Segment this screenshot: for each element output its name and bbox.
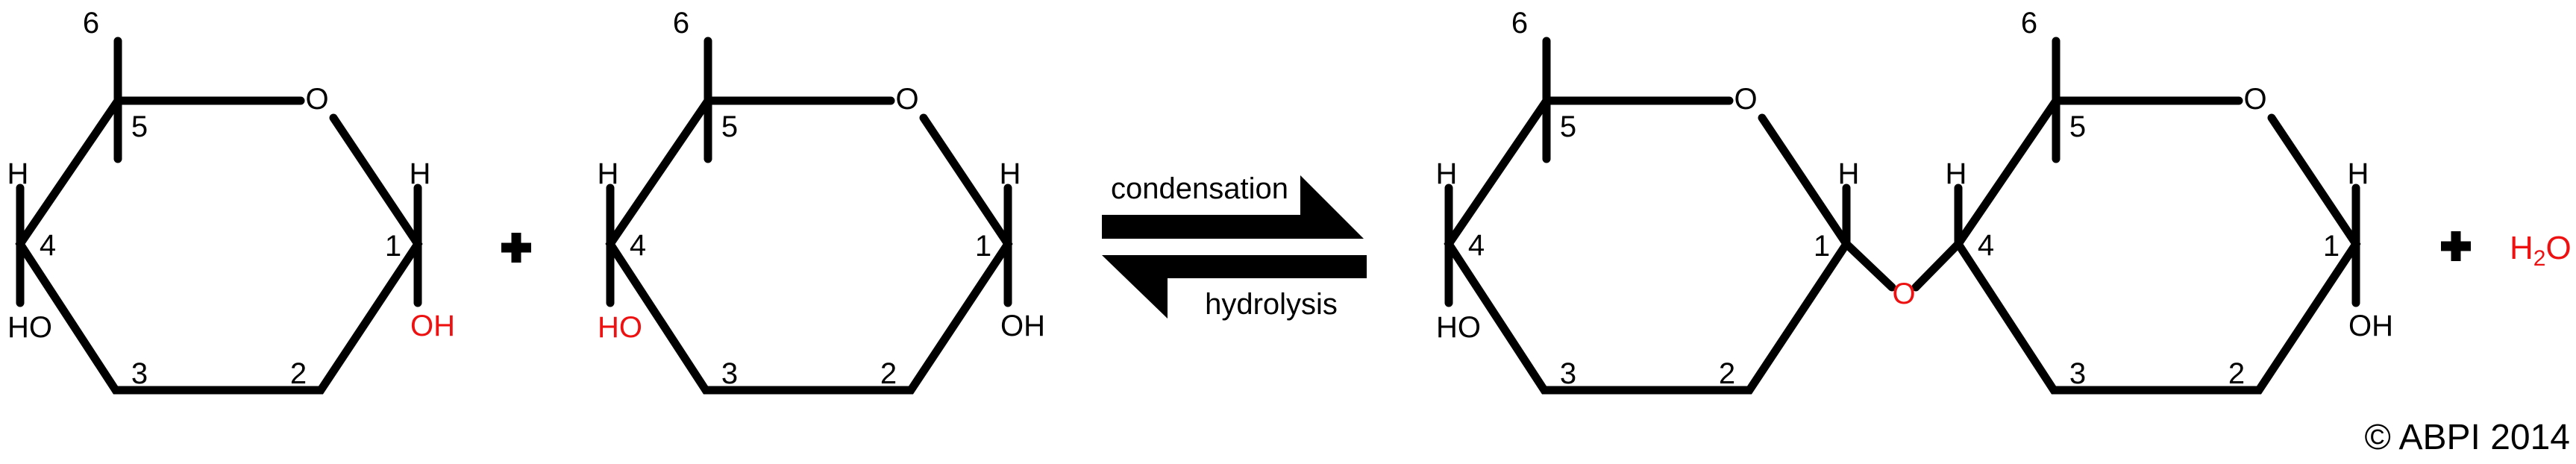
water-o: O — [2545, 230, 2571, 266]
c4-h-label: H — [7, 157, 29, 190]
c5-label: 5 — [2069, 110, 2086, 143]
c1-h-label: H — [1838, 157, 1860, 190]
ring-skeleton — [1444, 96, 1852, 395]
c4-hydroxyl-label-red: HO — [598, 311, 642, 344]
c4-label: 4 — [1468, 229, 1485, 262]
water-h: H — [2510, 230, 2533, 266]
c1-label: 1 — [975, 230, 991, 263]
water-formula: H2O — [2510, 230, 2572, 271]
c1-hydroxyl-label: OH — [1000, 310, 1045, 342]
water-subscript: 2 — [2533, 246, 2546, 271]
c4-label: 4 — [40, 229, 56, 262]
ring-oxygen-label: O — [2243, 83, 2266, 116]
c5-label: 5 — [1560, 110, 1576, 143]
disaccharide-ring-right: 6 O 5 H 4 H 1 OH 3 2 — [1946, 7, 2393, 395]
ring-skeleton — [605, 96, 1013, 395]
c4-hydroxyl-label: HO — [1436, 311, 1481, 344]
glycosidic-oxygen-label: O — [1892, 278, 1915, 310]
hydrolysis-label: hydrolysis — [1205, 288, 1338, 321]
ring-skeleton — [1953, 96, 2361, 395]
c4-h-label: H — [598, 157, 619, 190]
c4-hydroxyl-label: HO — [7, 311, 52, 344]
c3-label: 3 — [131, 357, 148, 390]
glycosidic-bond: O — [1842, 239, 1963, 310]
c1-to-oxygen-bond — [1842, 239, 1896, 292]
c2-label: 2 — [880, 357, 897, 390]
plus-icon — [2441, 231, 2471, 261]
c1-h-label: H — [1000, 157, 1021, 190]
hydrolysis-arrow-icon — [1102, 255, 1367, 319]
condensation-arrow-icon — [1102, 175, 1364, 239]
c4-label: 4 — [1978, 229, 1994, 262]
c5-label: 5 — [721, 110, 738, 143]
c3-label: 3 — [721, 357, 738, 390]
c6-label: 6 — [1511, 7, 1528, 40]
equilibrium-arrows: condensation hydrolysis — [1102, 172, 1367, 321]
c4-h-label: H — [1946, 157, 1967, 190]
c1-label: 1 — [2323, 230, 2340, 263]
c4-label: 4 — [630, 229, 646, 262]
c6-label: 6 — [673, 7, 689, 40]
c1-label: 1 — [385, 230, 401, 263]
c2-label: 2 — [2228, 357, 2245, 390]
plus-icon — [501, 233, 531, 263]
ring-oxygen-label: O — [1734, 83, 1757, 116]
copyright-notice: © ABPI 2014 — [2364, 418, 2570, 457]
c2-label: 2 — [1719, 357, 1735, 390]
c1-h-label: H — [2348, 157, 2369, 190]
c5-label: 5 — [131, 110, 148, 143]
oxygen-to-c4-bond — [1911, 239, 1963, 292]
glucose-ring-2: 6 O 5 H 4 HO H 1 OH 3 2 — [598, 7, 1045, 395]
c1-label: 1 — [1814, 230, 1830, 263]
disaccharide-ring-left: 6 O 5 H 4 HO H 1 3 2 — [1436, 7, 1860, 395]
condensation-label: condensation — [1111, 172, 1288, 205]
c4-h-label: H — [1436, 157, 1458, 190]
c3-label: 3 — [2069, 357, 2086, 390]
c3-label: 3 — [1560, 357, 1576, 390]
c1-hydroxyl-label-red: OH — [410, 310, 455, 342]
ring-oxygen-label: O — [305, 83, 328, 116]
glucose-ring-1: 6 O 5 H 4 HO H 1 OH 3 2 — [7, 7, 455, 395]
c2-label: 2 — [290, 357, 307, 390]
c6-label: 6 — [2021, 7, 2037, 40]
c1-hydroxyl-label: OH — [2348, 310, 2393, 342]
c1-h-label: H — [410, 157, 431, 190]
ring-oxygen-label: O — [895, 83, 918, 116]
c6-label: 6 — [83, 7, 99, 40]
ring-skeleton — [15, 96, 423, 395]
